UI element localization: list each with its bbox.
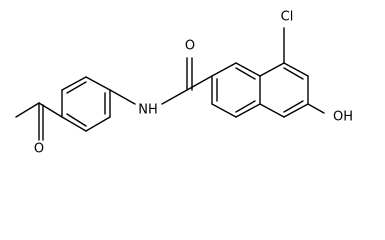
bond-ring2-c3 xyxy=(259,62,285,77)
hydroxyl-label: OH xyxy=(333,110,353,125)
bond-n-carbonyl xyxy=(161,89,188,105)
ring2-side-bond-1 xyxy=(283,62,309,77)
amide-oxygen-label: O xyxy=(185,39,195,54)
chlorine-label: Cl xyxy=(281,10,294,25)
ring2-bond-5 xyxy=(211,103,237,118)
ring2-side-bond-3 xyxy=(283,103,309,118)
bond-carbonyl-ring2 xyxy=(186,75,213,91)
ring2-double-1 xyxy=(235,67,256,80)
bond-ring1-n xyxy=(109,89,136,105)
ring2-substituents xyxy=(259,27,325,118)
acetyl-group xyxy=(15,102,63,141)
amide-nitrogen-label: NH xyxy=(138,103,158,118)
bond-c-oh xyxy=(307,103,325,114)
ring1-bond-5 xyxy=(85,116,111,132)
ring1-bond-6 xyxy=(61,116,87,132)
bond-methyl xyxy=(15,102,40,118)
ring1-bond-2 xyxy=(61,76,87,91)
amide-linkage xyxy=(109,57,213,105)
ring2-side-double-2 xyxy=(283,100,304,113)
ring2-side-double-1 xyxy=(283,67,304,80)
left-benzene-ring xyxy=(61,76,111,132)
ring2-bond-1 xyxy=(211,62,237,77)
ring2-side-bond-4 xyxy=(259,103,285,118)
molecule-diagram: O NH O Cl OH xyxy=(15,10,353,156)
right-benzene-ring xyxy=(211,62,261,118)
ring1-bond-3 xyxy=(85,76,111,91)
ring1-double-1 xyxy=(66,81,87,94)
ring2-double-2 xyxy=(235,100,256,113)
ring2-bond-4 xyxy=(235,103,261,118)
ketone-oxygen-label: O xyxy=(34,142,44,156)
ring1-double-3 xyxy=(66,113,87,127)
ring2-bond-2 xyxy=(235,62,261,77)
